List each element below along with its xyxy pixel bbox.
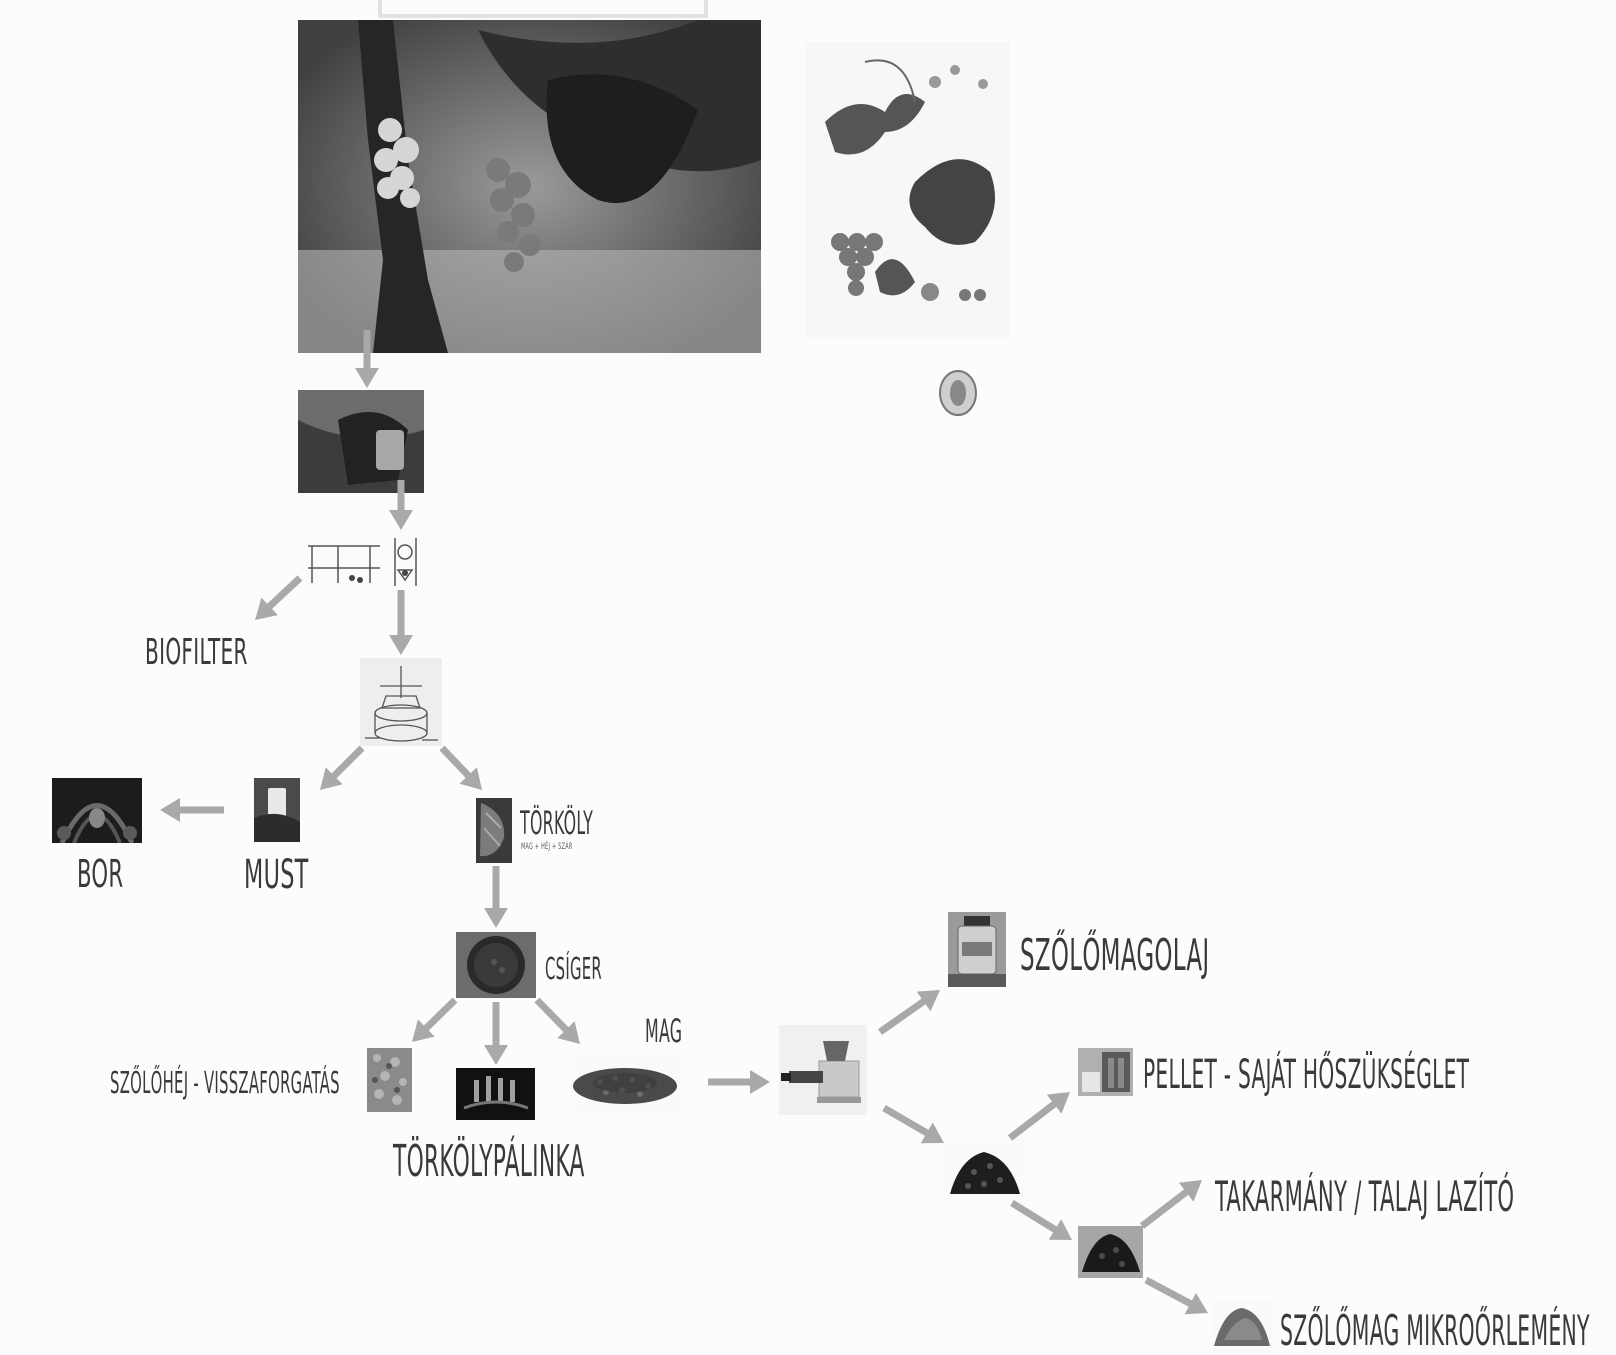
grape-must-photo xyxy=(254,778,300,842)
label-must: MUST xyxy=(244,852,309,898)
arrow-must-bor xyxy=(160,798,224,822)
grape-seed-icon xyxy=(937,368,979,418)
press-cake-pile-photo xyxy=(944,1138,1026,1206)
wine-press-sketch xyxy=(360,658,442,746)
arrow-presscake-pellet xyxy=(1007,1092,1070,1141)
label-mag: MAG xyxy=(645,1012,683,1050)
arrow-seeds-oilpress xyxy=(708,1070,770,1094)
label-torkolypalinka: TÖRKÖLYPÁLINKA xyxy=(393,1136,585,1187)
arrow-csiger-skin xyxy=(412,997,458,1042)
pomace-photo xyxy=(476,798,512,863)
grape-skin-photo xyxy=(367,1048,412,1112)
arrow-oilpress-presscake xyxy=(882,1105,944,1144)
grape-harvest-photo xyxy=(298,390,424,493)
pellet-plant-photo xyxy=(1078,1048,1133,1096)
frame-tab xyxy=(378,0,708,18)
label-csiger: CSÍGER xyxy=(545,952,603,987)
grapevine-botanical-illustration xyxy=(805,42,1010,337)
seed-flour-pile-photo xyxy=(1212,1300,1272,1352)
label-torkoly-sub: MAG + HÉJ + SZÁR xyxy=(521,842,573,852)
arrow-press-must xyxy=(320,745,365,790)
arrow-feed-flour xyxy=(1144,1276,1208,1315)
label-torkoly: TÖRKÖLY xyxy=(520,804,594,842)
arrow-presscake-feed xyxy=(1010,1200,1072,1240)
label-pellet: PELLET - SAJÁT HŐSZÜKSÉGLET xyxy=(1143,1052,1470,1098)
arrow-pomace-csiger xyxy=(484,866,508,928)
grape-seeds-pile-photo xyxy=(570,1050,680,1112)
arrow-feed-takarmany xyxy=(1139,1180,1202,1229)
seed-oil-bottle-photo xyxy=(948,912,1006,987)
label-takarmany: TAKARMÁNY / TALAJ LAZÍTÓ xyxy=(1215,1172,1515,1221)
vineyard-grapes-photo xyxy=(298,20,761,353)
oil-press-machine-photo xyxy=(779,1025,867,1115)
wine-cellar-photo xyxy=(52,778,142,843)
palinka-distillery-photo xyxy=(456,1068,535,1120)
label-mikroorlemeny: SZŐLŐMAG MIKROŐRLEMÉNY xyxy=(1280,1306,1590,1355)
arrow-csiger-seeds xyxy=(534,997,580,1044)
label-szolohej: SZŐLŐHÉJ - VISSZAFORGATÁS xyxy=(110,1066,340,1101)
arrow-oilpress-oil xyxy=(878,990,940,1035)
arrow-destemmer-biofilter xyxy=(255,575,303,620)
label-szolomagolaj: SZŐLŐMAGOLAJ xyxy=(1020,930,1210,981)
arrow-destemmer-press xyxy=(389,590,413,655)
destemmer-machine-sketch xyxy=(300,528,426,588)
feed-pile-photo xyxy=(1078,1226,1143,1278)
label-biofilter: BIOFILTER xyxy=(145,632,248,673)
arrow-press-pomace xyxy=(439,745,482,790)
arrow-csiger-palinka xyxy=(484,1002,508,1065)
label-bor: BOR xyxy=(77,852,124,896)
csiger-bowl-photo xyxy=(456,932,536,998)
